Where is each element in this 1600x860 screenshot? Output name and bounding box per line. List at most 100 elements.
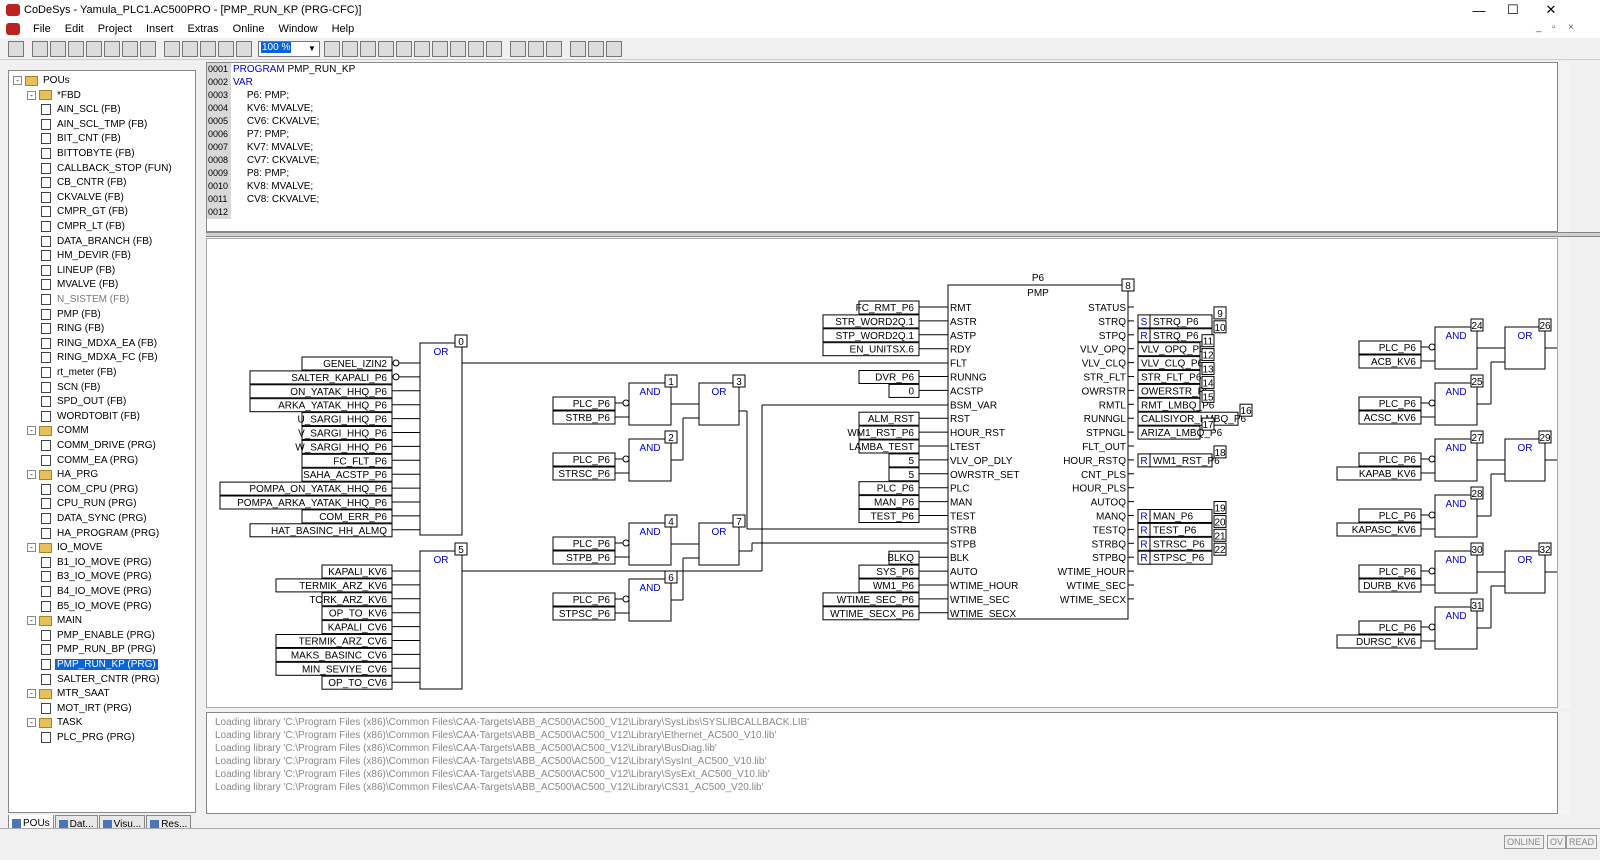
document-icon[interactable] [6,23,20,35]
tree-item[interactable]: RING (FB) [41,321,106,336]
tree-folder[interactable]: -COMM [27,423,91,438]
mdi-close-button[interactable]: × [1568,22,1574,33]
tree-item[interactable]: CMPR_LT (FB) [41,219,127,234]
menu-online[interactable]: Online [232,23,265,35]
paste-icon[interactable] [200,40,216,57]
message-scrollbar[interactable] [1560,712,1570,814]
cfc-label-icon[interactable] [396,40,412,57]
cfc-set-reset-icon[interactable] [468,40,484,57]
tree-item[interactable]: MVALVE (FB) [41,277,120,292]
order-next-icon[interactable] [606,40,622,57]
tree-item[interactable]: B4_IO_MOVE (PRG) [41,584,153,599]
macro-out-icon[interactable] [546,40,562,57]
menu-window[interactable]: Window [278,23,318,35]
tree-item[interactable]: SPD_OUT (FB) [41,394,128,409]
tree-item[interactable]: CALLBACK_STOP (FUN) [41,161,174,176]
code-line[interactable]: 0006 P7: PMP; [207,129,289,142]
tree-folder[interactable]: -MAIN [27,613,84,628]
tree-item[interactable]: HM_DEVIR (FB) [41,248,133,263]
editor-splitter[interactable] [206,232,1600,237]
tree-item[interactable]: B3_IO_MOVE (PRG) [41,569,153,584]
zoom-select[interactable]: 100 % ▼ [258,40,320,57]
tree-folder[interactable]: -POUs [13,73,72,88]
code-line[interactable]: 0009 P8: PMP; [207,168,289,181]
cfc-input-icon[interactable] [324,40,340,57]
cfc-negate-icon[interactable] [450,40,466,57]
cfc-scrollbar[interactable] [1560,238,1570,708]
code-line[interactable]: 0007 KV7: MVALVE; [207,142,313,155]
menu-file[interactable]: File [33,23,51,35]
tree-folder[interactable]: -HA_PRG [27,467,100,482]
tree-item[interactable]: BITTOBYTE (FB) [41,146,137,161]
menu-edit[interactable]: Edit [64,23,84,35]
tree-item[interactable]: DATA_BRANCH (FB) [41,234,154,249]
tree-item[interactable]: N_SISTEM (FB) [41,292,131,307]
tree-item[interactable]: CB_CNTR (FB) [41,175,128,190]
tree-item[interactable]: CPU_RUN (PRG) [41,496,138,511]
tree-item[interactable]: COM_CPU (PRG) [41,482,140,497]
code-line[interactable]: 0003 P6: PMP; [207,90,289,103]
macro-in-icon[interactable] [528,40,544,57]
cfc-box-icon[interactable] [360,40,376,57]
menu-extras[interactable]: Extras [187,23,219,35]
menu-project[interactable]: Project [97,23,132,35]
menu-insert[interactable]: Insert [145,23,174,35]
message-window[interactable]: Loading library 'C:\Program Files (x86)\… [206,712,1558,814]
tree-item[interactable]: BIT_CNT (FB) [41,131,123,146]
order-first-icon[interactable] [570,40,586,57]
tree-item[interactable]: COMM_EA (PRG) [41,453,140,468]
tree-item[interactable]: B5_IO_MOVE (PRG) [41,599,153,614]
collapse-icon[interactable]: - [27,543,36,553]
cut-icon[interactable] [164,40,180,57]
code-line[interactable]: 0004 KV6: MVALVE; [207,103,313,116]
tree-item[interactable]: AIN_SCL_TMP (FB) [41,117,149,132]
tree-item[interactable]: COMM_DRIVE (PRG) [41,438,158,453]
minimize-button[interactable]: — [1472,2,1486,18]
macro-icon[interactable] [510,40,526,57]
cfc-output-icon[interactable] [342,40,358,57]
cfc-enable-icon[interactable] [486,40,502,57]
code-line[interactable]: 0010 KV8: MVALVE; [207,181,313,194]
tree-item[interactable]: SALTER_CNTR (PRG) [41,672,162,687]
tree-item[interactable]: PMP (FB) [41,307,103,322]
tree-item[interactable]: PLC_PRG (PRG) [41,730,137,745]
tree-item[interactable]: RING_MDXA_FC (FB) [41,350,160,365]
tree-item[interactable]: LINEUP (FB) [41,263,117,278]
collapse-icon[interactable]: - [27,689,36,699]
tree-item[interactable]: B1_IO_MOVE (PRG) [41,555,153,570]
code-line[interactable]: 0008 CV7: CKVALVE; [207,155,319,168]
code-line[interactable]: 0011 CV8: CKVALVE; [207,194,319,207]
step-over-icon[interactable] [86,40,102,57]
tree-folder[interactable]: -MTR_SAAT [27,686,112,701]
tree-item[interactable]: CKVALVE (FB) [41,190,126,205]
breakpoint-icon[interactable] [140,40,156,57]
maximize-button[interactable]: ☐ [1507,2,1519,17]
single-cycle-icon[interactable] [122,40,138,57]
collapse-icon[interactable]: - [27,90,36,100]
tree-item[interactable]: RING_MDXA_EA (FB) [41,336,159,351]
tree-folder[interactable]: -IO_MOVE [27,540,105,555]
save-icon[interactable] [8,40,24,57]
tree-item[interactable]: CMPR_GT (FB) [41,204,130,219]
tree-item[interactable]: DATA_SYNC (PRG) [41,511,149,526]
mdi-restore-button[interactable]: ▫ [1552,22,1556,33]
cfc-comment-icon[interactable] [432,40,448,57]
tree-item[interactable]: rt_meter (FB) [41,365,118,380]
copy-icon[interactable] [182,40,198,57]
code-line[interactable]: 0005 CV6: CKVALVE; [207,116,319,129]
tree-item[interactable]: HA_PROGRAM (PRG) [41,526,161,541]
mdi-minimize-button[interactable]: _ [1536,22,1542,33]
tree-folder[interactable]: -*FBD [27,88,83,103]
collapse-icon[interactable]: - [27,426,36,436]
step-in-icon[interactable] [104,40,120,57]
tree-item[interactable]: SCN (FB) [41,380,102,395]
login-icon[interactable] [32,40,48,57]
collapse-icon[interactable]: - [13,76,22,85]
collapse-icon[interactable]: - [27,470,36,480]
collapse-icon[interactable]: - [27,616,36,626]
tree-item[interactable]: PMP_RUN_KP (PRG) [41,657,158,672]
